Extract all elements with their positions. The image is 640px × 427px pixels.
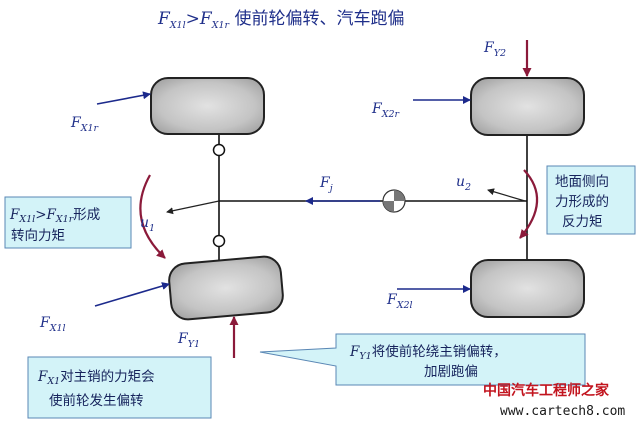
- steer-moment-text-line1: FX1l>FX1r形成: [9, 207, 100, 225]
- watermark-cn: 中国汽车工程师之家: [483, 382, 610, 399]
- fx1r-arrow: [96, 91, 151, 105]
- ground-reaction-line3: 反力矩: [562, 214, 603, 230]
- ground-reaction-callout: 地面侧向 力形成的 反力矩: [546, 165, 636, 235]
- front-left-wheel: [168, 255, 284, 321]
- center-of-gravity-icon: [382, 189, 406, 213]
- u2-arrow: [487, 188, 526, 202]
- kingpin-moment-line1: FX1对主销的力矩会: [37, 369, 155, 387]
- lower-kingpin-joint: [212, 234, 226, 248]
- fy1-effect-line2: 加剧跑偏: [424, 364, 478, 380]
- watermark-url: www.cartech8.com: [500, 404, 625, 419]
- diagram-title: FX1l>FX1r 使前轮偏转、汽车跑偏: [157, 8, 404, 31]
- ground-reaction-line1: 地面侧向: [555, 174, 609, 190]
- ground-reaction-line2: 力形成的: [555, 194, 609, 210]
- kingpin-moment-line2: 使前轮发生偏转: [49, 392, 144, 409]
- fy1-effect-callout: FY1将使前轮绕主销偏转， 加剧跑偏: [259, 333, 586, 386]
- steer-moment-text-line2: 转向力矩: [11, 228, 65, 244]
- steer-moment-callout: FX1l>FX1r形成 转向力矩: [4, 196, 132, 249]
- fx2l-label: FX2l: [386, 292, 413, 311]
- fx1r-label: FX1r: [70, 115, 100, 134]
- fx1l-arrow: [94, 282, 170, 307]
- fx2r-label: FX2r: [371, 101, 401, 120]
- fy1-label: FY1: [177, 331, 200, 350]
- u1-label: u1: [140, 215, 155, 234]
- rear-right-wheel: [470, 77, 585, 136]
- upper-kingpin-joint: [212, 143, 226, 157]
- kingpin-moment-callout: FX1对主销的力矩会 使前轮发生偏转: [27, 356, 212, 419]
- fx1l-label: FX1l: [39, 315, 66, 334]
- front-right-wheel: [150, 77, 265, 135]
- fy1-effect-line1: FY1将使前轮绕主销偏转，: [349, 343, 507, 362]
- fy2-label: FY2: [483, 40, 506, 59]
- u1-arrow: [166, 200, 220, 215]
- rear-reaction-moment-arrow: [519, 169, 539, 239]
- rear-left-wheel: [470, 259, 585, 318]
- fj-label: Fj: [319, 175, 333, 194]
- front-steer-moment-arrow: [139, 174, 166, 259]
- u2-label: u2: [456, 174, 471, 193]
